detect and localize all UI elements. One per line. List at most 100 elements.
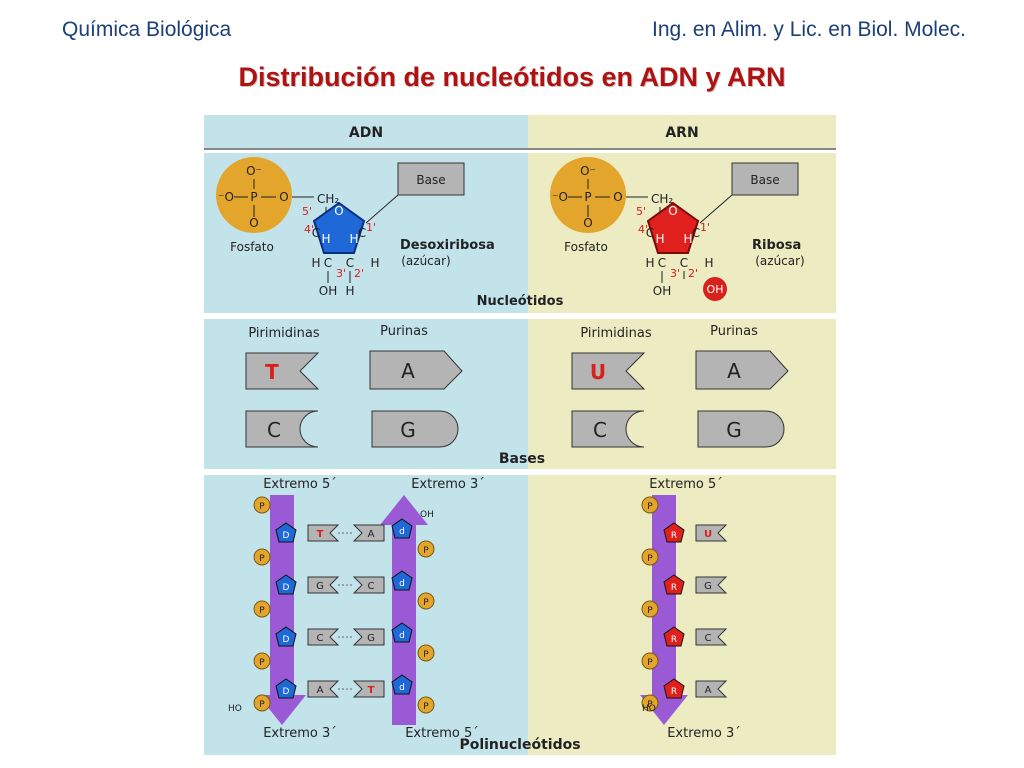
base-tag-label: G [367, 633, 375, 644]
svg-text:C: C [692, 226, 700, 240]
slide-title: Distribución de nucleótidos en ADN y ARN [238, 62, 786, 92]
dna-header-bar [204, 115, 528, 149]
svg-text:P: P [584, 190, 591, 204]
dna-right-3-end: Extremo 3´ [411, 477, 485, 492]
phosphate-label: P [423, 598, 429, 608]
svg-text:C: C [680, 256, 688, 270]
svg-text:H: H [370, 256, 379, 270]
phosphate-label: P [647, 554, 653, 564]
svg-text:C: C [358, 226, 366, 240]
sugar-label: d [399, 579, 405, 589]
base-tag-label: C [317, 633, 324, 644]
sugar-icon [663, 522, 685, 543]
svg-text:O: O [279, 190, 288, 204]
phosphate-icon [417, 644, 435, 662]
svg-text:1': 1' [700, 221, 710, 234]
dna-header: ADN [349, 125, 383, 141]
dna-pyrimidines-label: Pirimidinas [248, 326, 319, 341]
base-tag-label: T [368, 685, 375, 696]
base-tag [307, 628, 340, 646]
dna-bases: T A C G [245, 350, 463, 448]
deoxyribose-icon [312, 201, 366, 254]
base-tag [352, 680, 385, 698]
nucleotide-figure: ADN ARN O⁻ ⁻O P O O CH₂ Fosfato 5' O C C… [204, 115, 836, 755]
phosphate-icon [253, 600, 271, 618]
base-tag-label: G [316, 581, 324, 592]
svg-text:⁻O: ⁻O [552, 190, 568, 204]
dna-purines-label: Purinas [380, 324, 428, 339]
rna-ho-label: HO [642, 704, 656, 714]
sugar-label: D [283, 687, 290, 697]
sugar-icon [663, 626, 685, 647]
oh-highlight-icon [703, 277, 727, 301]
polynucleotides-label: Polinucleótidos [459, 737, 580, 753]
svg-text:2': 2' [688, 267, 698, 280]
svg-text:1': 1' [366, 221, 376, 234]
phosphate-label: P [423, 702, 429, 712]
svg-text:C: C [312, 226, 320, 240]
svg-text:Base: Base [750, 173, 779, 187]
svg-text:OH: OH [653, 284, 671, 298]
base-g: G [697, 410, 785, 448]
base-tag [352, 628, 385, 646]
sugar-label: R [671, 687, 677, 697]
phosphate-label: P [647, 606, 653, 616]
svg-text:C: C [646, 226, 654, 240]
phosphate-label: P [259, 606, 265, 616]
phosphate-icon [253, 548, 271, 566]
svg-text:O: O [583, 216, 592, 230]
svg-text:(azúcar): (azúcar) [755, 254, 805, 268]
rna-bases: U A C G [571, 350, 789, 448]
base-tag [307, 680, 340, 698]
svg-text:H: H [321, 232, 330, 246]
base-a: A [369, 350, 463, 390]
base-u: U [571, 352, 646, 390]
bases-label: Bases [499, 451, 545, 467]
svg-text:P: P [250, 190, 257, 204]
phosphate-label: P [259, 658, 265, 668]
svg-text:H: H [655, 232, 664, 246]
svg-text:C: C [267, 418, 281, 442]
svg-text:Fosfato: Fosfato [564, 240, 608, 254]
sugar-label: R [671, 531, 677, 541]
phosphate-icon [417, 592, 435, 610]
dna-strand-right [380, 495, 428, 725]
svg-text:Ribosa: Ribosa [752, 238, 801, 253]
svg-text:3': 3' [336, 267, 346, 280]
svg-text:⁻O: ⁻O [218, 190, 234, 204]
sugar-label: d [399, 527, 405, 537]
svg-text:G: G [400, 418, 416, 442]
svg-text:H: H [311, 256, 320, 270]
svg-text:O⁻: O⁻ [580, 164, 596, 178]
svg-text:H: H [704, 256, 713, 270]
svg-text:4': 4' [638, 223, 648, 236]
phosphate-icon [417, 696, 435, 714]
svg-text:5': 5' [636, 205, 646, 218]
phosphate-icon [417, 540, 435, 558]
sugar-icon [391, 622, 413, 643]
base-tag [307, 524, 340, 542]
dna-nucleotide: O⁻ ⁻O P O O CH₂ Fosfato 5' O C C H H 4' … [216, 157, 495, 298]
sugar-label: D [283, 583, 290, 593]
phosphate-label: P [259, 554, 265, 564]
svg-text:H: H [349, 232, 358, 246]
rna-polynucleotide-panel [528, 475, 836, 755]
svg-text:O: O [613, 190, 622, 204]
phosphate-label: P [647, 700, 653, 710]
svg-text:O: O [334, 204, 343, 218]
sugar-label: d [399, 683, 405, 693]
rna-nucleotide: O⁻ ⁻O P O O CH₂ Fosfato 5' O C C H H 4' … [550, 157, 805, 301]
svg-text:Base: Base [416, 173, 445, 187]
rna-3-end: Extremo 3´ [667, 726, 741, 741]
dna-right-5-end: Extremo 5´ [405, 726, 479, 741]
sugar-icon [391, 674, 413, 695]
phosphate-icon [641, 496, 659, 514]
course-title: Química Biológica [62, 18, 232, 41]
phosphate-icon [253, 694, 271, 712]
base-tag [352, 524, 385, 542]
base-t: T [245, 352, 320, 390]
dna-left-3-end: Extremo 3´ [263, 726, 337, 741]
svg-text:CH₂: CH₂ [317, 192, 339, 206]
phosphate-icon [641, 694, 659, 712]
phosphate-icon [641, 600, 659, 618]
